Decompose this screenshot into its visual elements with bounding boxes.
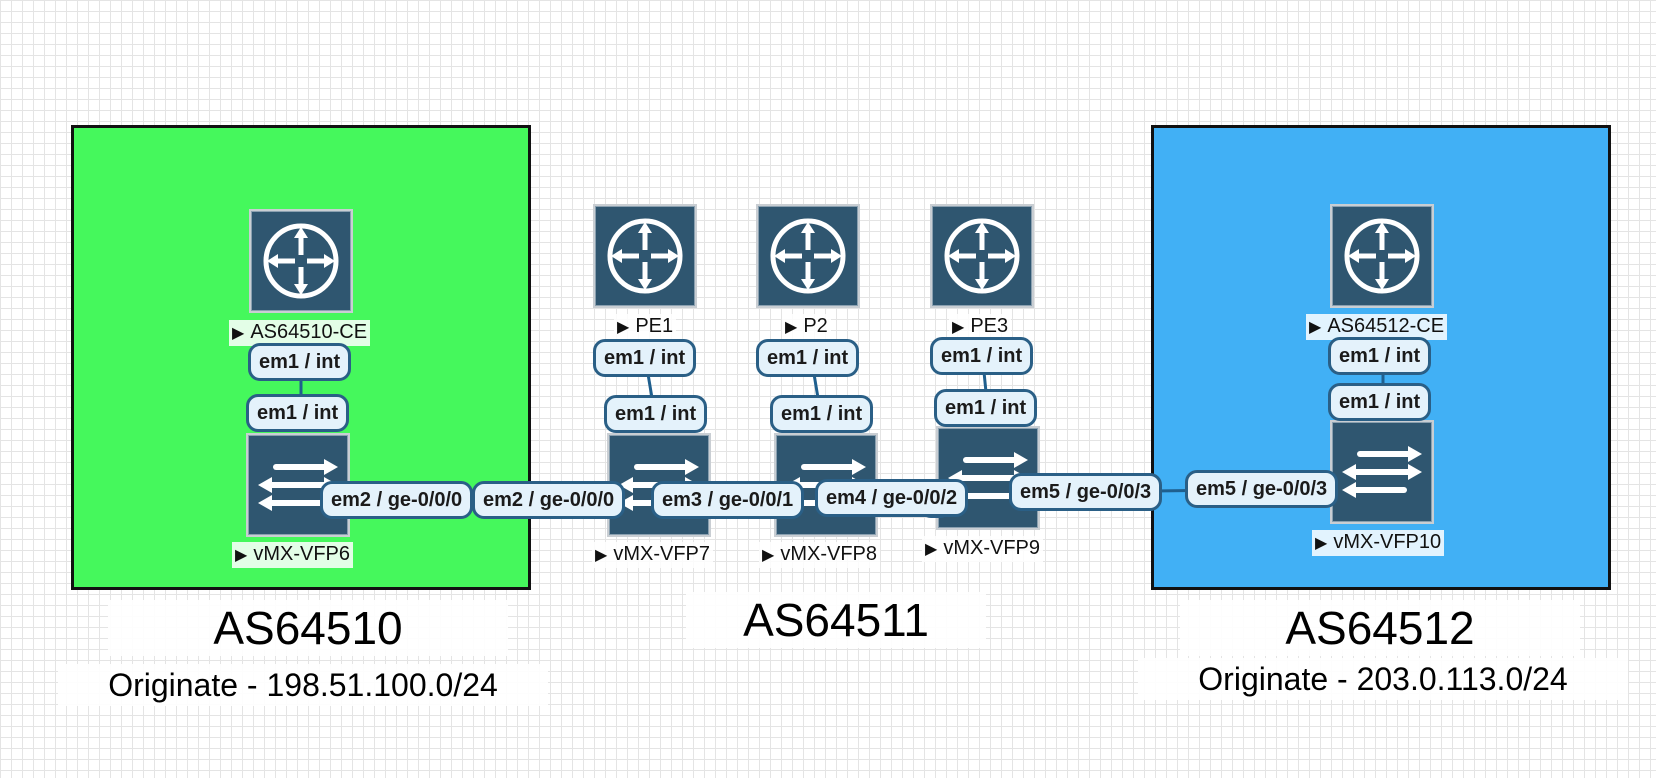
- interface-label[interactable]: em2 / ge-0/0/0: [320, 481, 474, 519]
- link-pe3-vfp9: [982, 371, 988, 393]
- interface-label[interactable]: em1 / int: [1328, 337, 1432, 375]
- interface-label[interactable]: em3 / ge-0/0/1: [651, 481, 805, 519]
- interface-label[interactable]: em5 / ge-0/0/3: [1185, 470, 1339, 508]
- interface-label[interactable]: em1 / int: [1328, 383, 1432, 421]
- router-as64510-ce[interactable]: [249, 209, 353, 313]
- router-icon: [263, 223, 339, 299]
- interface-label[interactable]: em1 / int: [248, 343, 352, 381]
- interface-label[interactable]: em2 / ge-0/0/0: [472, 481, 626, 519]
- router-icon: [770, 218, 846, 294]
- interface-label[interactable]: em1 / int: [604, 395, 708, 433]
- link-p2-vfp8: [812, 373, 820, 399]
- router-icon: [944, 218, 1020, 294]
- as64512-title: AS64512: [1180, 600, 1580, 656]
- device-name: vMX-VFP10: [1333, 531, 1442, 553]
- as64511-title: AS64511: [686, 592, 986, 648]
- device-label-p2: ▶ P2: [782, 314, 831, 340]
- expand-arrow-icon[interactable]: ▶: [235, 547, 248, 564]
- router-p2[interactable]: [756, 204, 860, 308]
- device-label-vfp8: ▶ vMX-VFP8: [759, 542, 880, 568]
- device-name: vMX-VFP6: [253, 543, 350, 565]
- device-name: AS64510-CE: [250, 321, 368, 343]
- device-label-pe3: ▶ PE3: [949, 314, 1012, 340]
- expand-arrow-icon[interactable]: ▶: [785, 319, 798, 336]
- interface-label[interactable]: em1 / int: [770, 395, 874, 433]
- interface-label[interactable]: em1 / int: [593, 339, 697, 377]
- as64510-subtitle: Originate - 198.51.100.0/24: [58, 664, 548, 706]
- device-name: vMX-VFP9: [943, 537, 1040, 559]
- expand-arrow-icon[interactable]: ▶: [1309, 319, 1322, 336]
- expand-arrow-icon[interactable]: ▶: [925, 541, 938, 558]
- interface-label[interactable]: em4 / ge-0/0/2: [815, 479, 969, 517]
- device-name: P2: [803, 315, 828, 337]
- expand-arrow-icon[interactable]: ▶: [1315, 535, 1328, 552]
- router-pe3[interactable]: [930, 204, 1034, 308]
- expand-arrow-icon[interactable]: ▶: [232, 325, 245, 342]
- interface-label[interactable]: em1 / int: [246, 394, 350, 432]
- router-icon: [1344, 218, 1420, 294]
- device-name: PE1: [635, 315, 674, 337]
- router-icon: [607, 218, 683, 294]
- device-label-pe1: ▶ PE1: [614, 314, 677, 340]
- expand-arrow-icon[interactable]: ▶: [595, 547, 608, 564]
- device-label-as64512-ce: ▶ AS64512-CE: [1306, 314, 1448, 340]
- link-pe1-vfp7: [646, 373, 654, 399]
- expand-arrow-icon[interactable]: ▶: [762, 547, 775, 564]
- router-as64512-ce[interactable]: [1330, 204, 1434, 308]
- device-label-vfp9: ▶ vMX-VFP9: [922, 536, 1043, 562]
- interface-label[interactable]: em1 / int: [756, 339, 860, 377]
- interface-label[interactable]: em1 / int: [934, 389, 1038, 427]
- expand-arrow-icon[interactable]: ▶: [952, 319, 965, 336]
- device-name: AS64512-CE: [1327, 315, 1445, 337]
- interface-label[interactable]: em5 / ge-0/0/3: [1009, 473, 1163, 511]
- device-label-vfp6: ▶ vMX-VFP6: [232, 542, 353, 568]
- device-label-vfp7: ▶ vMX-VFP7: [592, 542, 713, 568]
- expand-arrow-icon[interactable]: ▶: [617, 319, 630, 336]
- device-label-vfp10: ▶ vMX-VFP10: [1312, 530, 1445, 556]
- switch-icon: [1342, 446, 1422, 498]
- switch-vfp10[interactable]: [1330, 420, 1434, 524]
- interface-label[interactable]: em1 / int: [930, 337, 1034, 375]
- as64512-subtitle: Originate - 203.0.113.0/24: [1138, 658, 1628, 700]
- router-pe1[interactable]: [593, 204, 697, 308]
- as64510-title: AS64510: [108, 600, 508, 656]
- device-name: vMX-VFP8: [780, 543, 877, 565]
- device-label-as64510-ce: ▶ AS64510-CE: [229, 320, 371, 346]
- device-name: vMX-VFP7: [613, 543, 710, 565]
- device-name: PE3: [970, 315, 1009, 337]
